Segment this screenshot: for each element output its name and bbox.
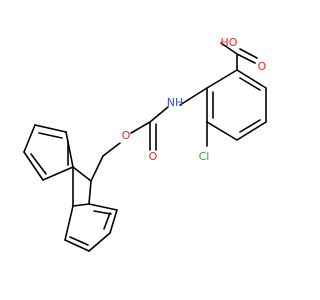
- fluorene-lower-ring-bond: [109, 209, 118, 234]
- fluorene-upper-ring-bond: [65, 131, 74, 168]
- fluorene-lower-ring-bond: [64, 239, 90, 252]
- fluorene-upper-ring-bond: [34, 124, 67, 133]
- carbamate-ester-bond: [130, 121, 151, 134]
- atom-labels-group: HO O NH O O Cl: [122, 36, 267, 163]
- carboxyl-carbonyl-bond: [239, 48, 258, 59]
- fluorene-upper-ring-bond: [23, 124, 36, 153]
- fluorene-lower-ring-bond: [88, 203, 118, 211]
- structure-canvas: HO O NH O O Cl: [23, 36, 267, 252]
- fluorene-five-ring-bond: [72, 203, 90, 207]
- fluorene-five-ring-bond: [88, 180, 92, 205]
- ch2-fluorenyl-bond: [90, 155, 104, 182]
- benzoic-ring-bond: [236, 69, 267, 89]
- fluorene-lower-ring-bond: [88, 232, 111, 252]
- benzoic-ring-inner-bond: [239, 119, 261, 133]
- aryl-nh-bond: [179, 87, 208, 106]
- acid-carbonyl-oxygen-label: O: [258, 60, 267, 73]
- nh-label: NH: [167, 96, 184, 109]
- fluorene-lower-ring-inner-bond: [93, 210, 112, 215]
- ester-ch2-bond: [102, 142, 121, 157]
- hydroxyl-label: HO: [221, 36, 238, 49]
- fluorene-upper-ring-bond: [23, 151, 44, 181]
- benzoic-ring-bond: [206, 69, 238, 89]
- fluorene-lower-ring-inner-bond: [69, 236, 89, 246]
- carboxyl-oh-bond: [220, 42, 238, 55]
- chlorine-label: Cl: [199, 150, 210, 163]
- nh-carbamate-bond: [149, 106, 169, 123]
- fluorene-lower-ring-bond: [64, 205, 74, 241]
- benzoic-ring-bond: [206, 121, 238, 141]
- fluorene-upper-ring-inner-bond: [38, 132, 63, 139]
- fluorene-lower-ring-inner-bond: [103, 212, 111, 230]
- ester-oxygen-label: O: [122, 129, 131, 142]
- fluorene-upper-ring-inner-bond: [30, 153, 47, 175]
- bonds-group: [23, 42, 267, 252]
- benzoic-ring-inner-bond: [239, 77, 261, 91]
- carboxyl-carbonyl-bond: [236, 53, 256, 64]
- molecule-structure: HO O NH O O Cl: [23, 36, 267, 252]
- fluorene-five-ring-bond: [72, 166, 92, 182]
- carbamate-carbonyl-oxygen-label: O: [149, 150, 158, 163]
- fluorene-upper-ring-bond: [42, 166, 74, 181]
- benzoic-ring-bond: [236, 121, 267, 141]
